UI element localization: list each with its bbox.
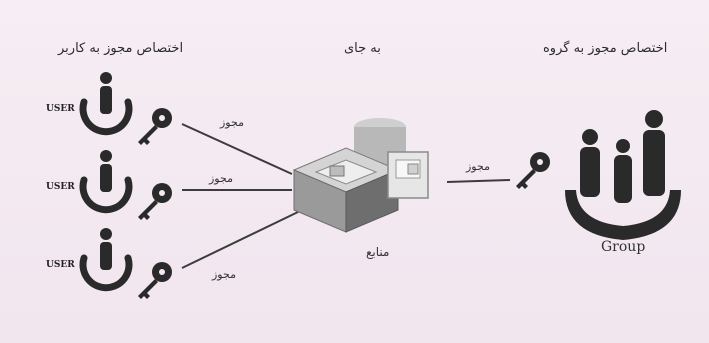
permission-label-user-1: مجوز: [220, 116, 244, 129]
key-icon-user-3: [138, 262, 172, 299]
instead-of-title: به جای: [344, 41, 381, 56]
group-label: Group: [601, 239, 646, 255]
group-icon: [565, 110, 681, 240]
resources-server-icon: [292, 118, 429, 233]
user-icon-3: [83, 228, 129, 288]
user-assignment-title: اختصاص مجوز به کاربر: [58, 41, 184, 56]
user-label-1: USER: [46, 104, 75, 114]
key-icon-group: [516, 152, 550, 189]
user-icon-2: [83, 150, 129, 210]
connector-line-user-3: [181, 211, 299, 269]
connector-line-user-1: [181, 123, 293, 175]
permission-label-user-3: مجوز: [212, 268, 236, 281]
resources-label: منابع: [366, 245, 390, 259]
permission-label-group: مجوز: [466, 160, 490, 173]
user-icon-1: [83, 72, 129, 132]
key-icon-user-2: [138, 183, 172, 220]
key-icon-user-1: [138, 108, 172, 145]
user-label-2: USER: [46, 182, 75, 192]
user-label-3: USER: [46, 260, 75, 270]
connector-line-group: [446, 179, 511, 183]
permission-label-user-2: مجوز: [209, 172, 233, 185]
group-assignment-title: اختصاص مجوز به گروه: [543, 41, 668, 56]
